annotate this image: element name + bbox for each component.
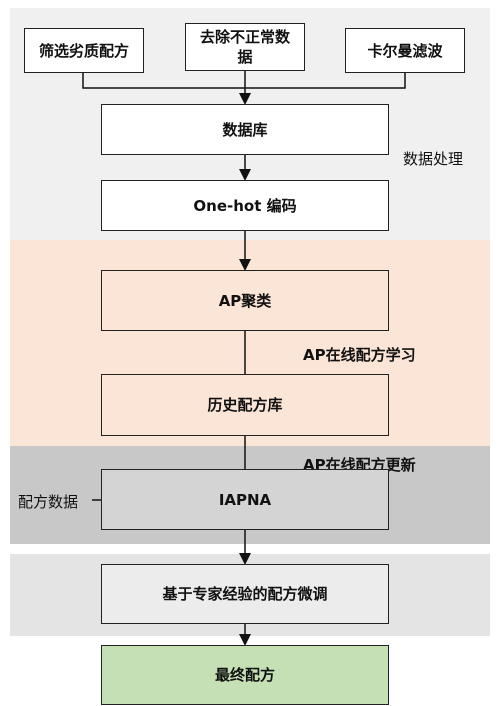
filter-bad-recipe-box: 筛选劣质配方 xyxy=(24,28,144,73)
data-processing-section-label: 数据处理 xyxy=(403,150,464,168)
history-recipe-db-box: 历史配方库 xyxy=(101,374,389,436)
ap-clustering-label: AP聚类 xyxy=(218,291,272,310)
recipe-data-input-label: 配方数据 xyxy=(18,493,79,511)
connector-filter-bad xyxy=(82,73,245,89)
history-recipe-db-label: 历史配方库 xyxy=(207,396,283,414)
onehot-encoding-box: One-hot 编码 xyxy=(101,180,389,231)
iapna-box: IAPNA xyxy=(101,469,389,530)
ap-clustering-box: AP聚类 xyxy=(101,270,389,331)
filter-bad-recipe-label: 筛选劣质配方 xyxy=(38,41,129,60)
remove-abnormal-data-label: 去除不正常数 据 xyxy=(199,28,290,66)
kalman-filter-box: 卡尔曼滤波 xyxy=(345,28,465,73)
final-recipe-label: 最终配方 xyxy=(214,666,275,684)
iapna-label: IAPNA xyxy=(218,490,272,509)
ap-online-learning-section-label: AP在线配方学习 xyxy=(303,346,416,364)
database-box: 数据库 xyxy=(101,104,389,155)
kalman-filter-label: 卡尔曼滤波 xyxy=(367,41,443,60)
final-recipe-box: 最终配方 xyxy=(101,645,389,705)
connector-kalman xyxy=(245,73,406,89)
database-label: 数据库 xyxy=(222,120,268,139)
remove-abnormal-data-box: 去除不正常数 据 xyxy=(185,23,305,71)
expert-fine-tune-label: 基于专家经验的配方微调 xyxy=(162,585,328,603)
expert-fine-tune-box: 基于专家经验的配方微调 xyxy=(101,564,389,624)
onehot-encoding-label: One-hot 编码 xyxy=(193,196,297,215)
